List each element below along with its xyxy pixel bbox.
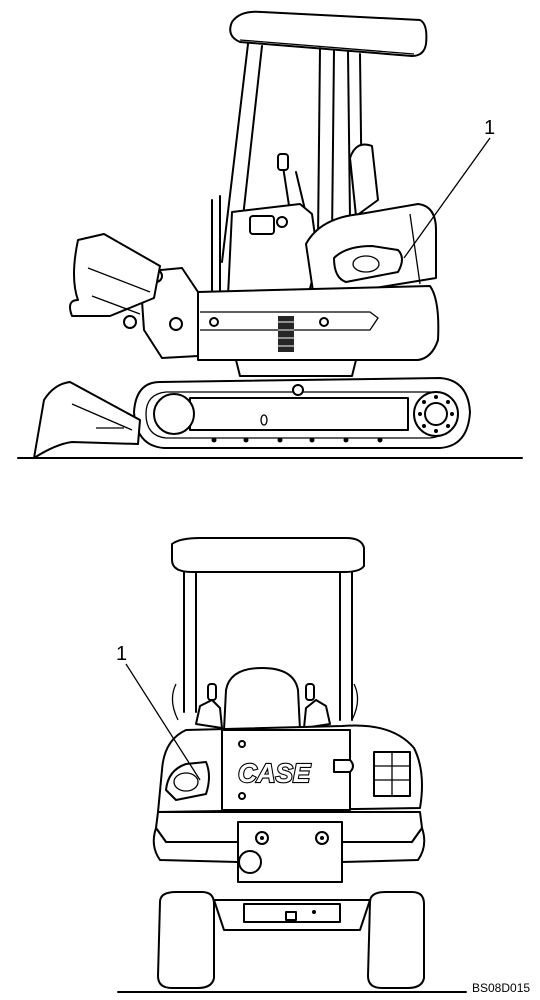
- side-seat: [349, 143, 379, 217]
- side-callout-leader: [403, 137, 491, 259]
- side-upper-frame: [197, 285, 440, 361]
- rear-callout-number: 1: [116, 643, 127, 665]
- side-decal-location: [333, 245, 403, 283]
- side-idler-wheel: [153, 393, 195, 435]
- rear-right-lever: [303, 699, 331, 729]
- rear-right-track: [367, 891, 425, 989]
- rear-left-lever: [195, 699, 223, 729]
- rear-view: CASE 1: [116, 537, 467, 993]
- side-track-frame: [189, 397, 409, 431]
- rear-callout-leader: [125, 663, 201, 781]
- side-callout-number: 1: [484, 117, 495, 139]
- side-boom: [69, 233, 161, 317]
- side-vent-grille: [278, 316, 294, 352]
- rear-tow-hitch: [238, 850, 262, 874]
- rear-brand-logo: CASE: [238, 758, 311, 788]
- rear-canopy-roof: [171, 537, 365, 573]
- side-mid-post: [317, 47, 335, 239]
- rear-seat: [223, 667, 301, 731]
- rear-decal-location: [165, 761, 210, 801]
- rear-logo-mark: [333, 759, 354, 773]
- side-track-rollers: [211, 437, 383, 443]
- rear-right-grille: [373, 751, 411, 797]
- side-dozer-blade: [33, 381, 141, 459]
- rear-left-track: [157, 891, 215, 989]
- figure-code: BS08D015: [472, 981, 530, 995]
- side-view: 1: [17, 10, 523, 459]
- side-front-upright: [211, 195, 221, 293]
- side-turntable: [235, 359, 357, 377]
- rear-canopy-posts: [183, 571, 353, 721]
- side-canopy-roof: [229, 10, 428, 57]
